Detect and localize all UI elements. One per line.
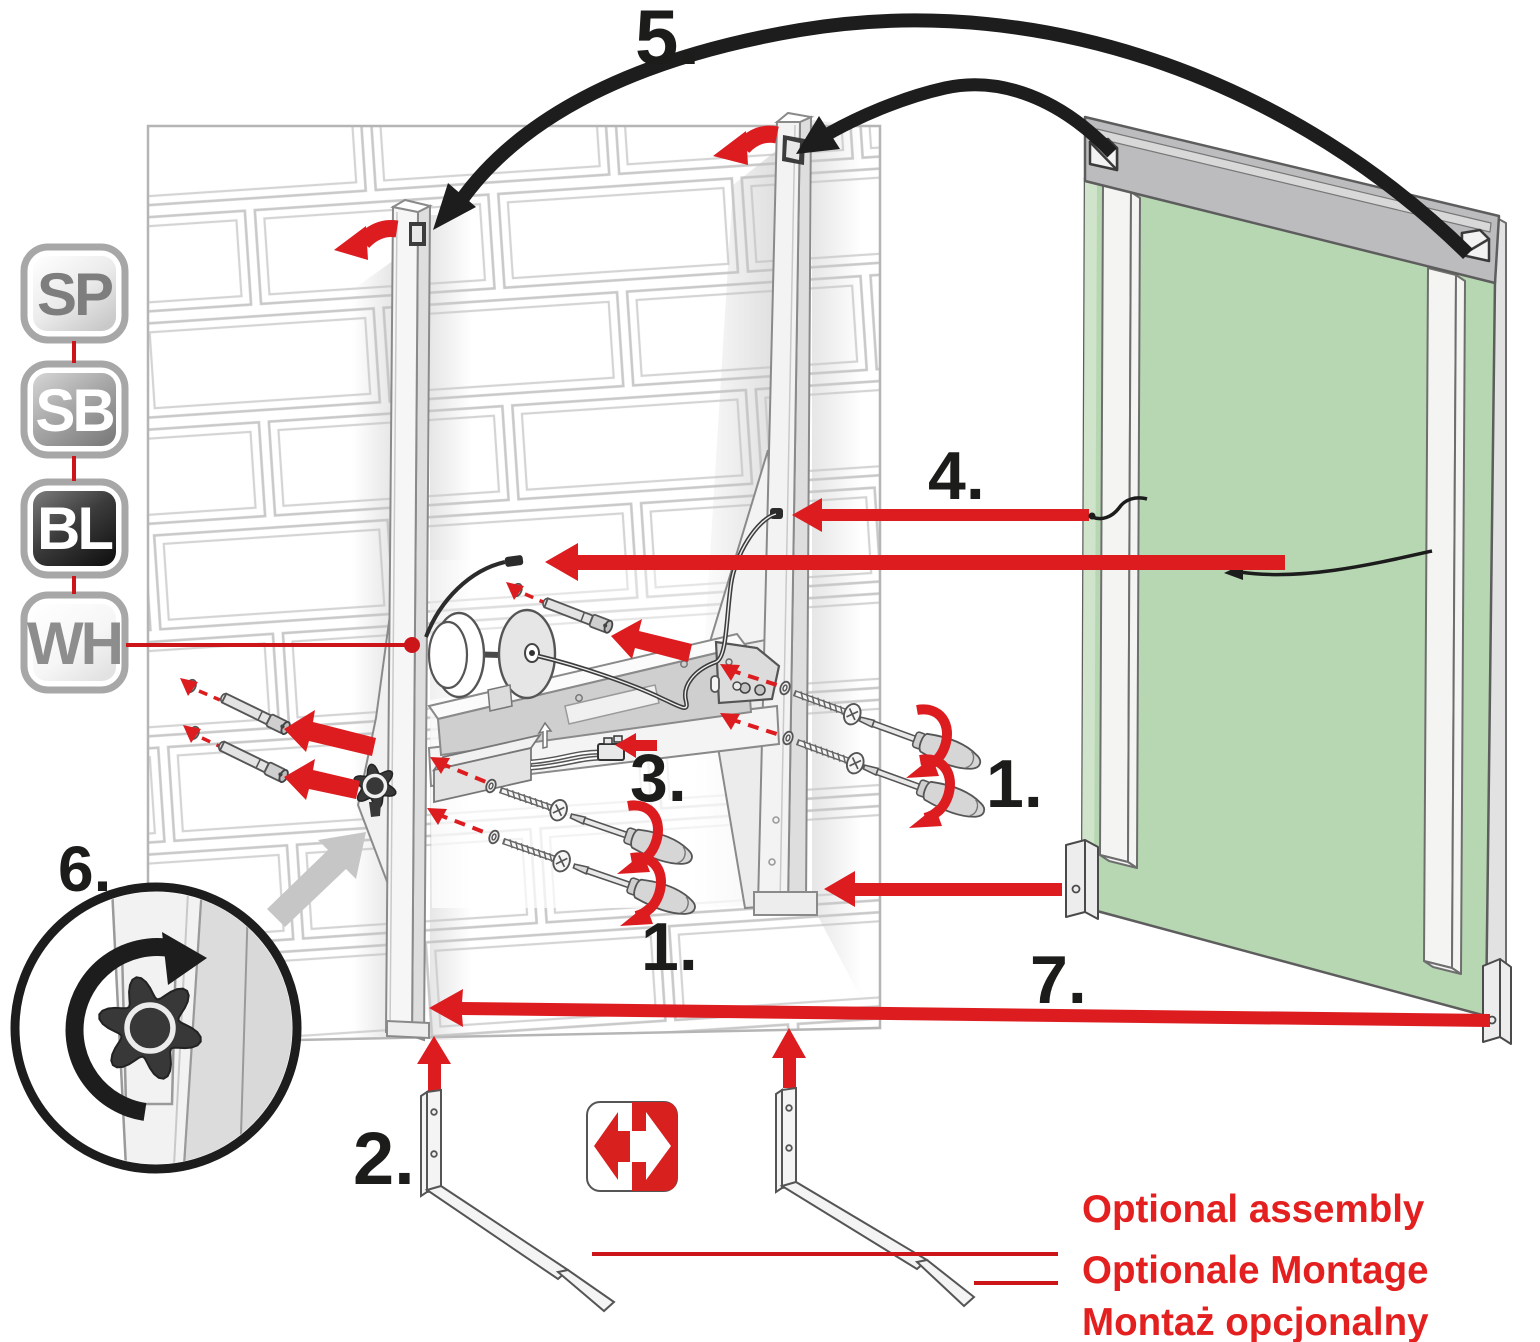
svg-text:1.: 1.	[641, 909, 698, 985]
svg-text:SP: SP	[37, 261, 112, 328]
svg-text:2.: 2.	[353, 1117, 415, 1200]
svg-text:4.: 4.	[928, 438, 985, 514]
svg-text:7.: 7.	[1030, 942, 1087, 1018]
svg-text:Optionale Montage: Optionale Montage	[1082, 1249, 1429, 1292]
svg-text:SB: SB	[35, 377, 113, 444]
svg-text:Montaż opcjonalny: Montaż opcjonalny	[1082, 1301, 1429, 1342]
svg-text:3.: 3.	[630, 740, 687, 816]
svg-text:5.: 5.	[635, 0, 700, 81]
svg-text:BL: BL	[37, 495, 112, 562]
svg-text:1.: 1.	[986, 746, 1043, 822]
svg-text:Optional assembly: Optional assembly	[1082, 1188, 1425, 1231]
svg-text:WH: WH	[27, 610, 121, 677]
svg-text:6.: 6.	[58, 833, 111, 905]
